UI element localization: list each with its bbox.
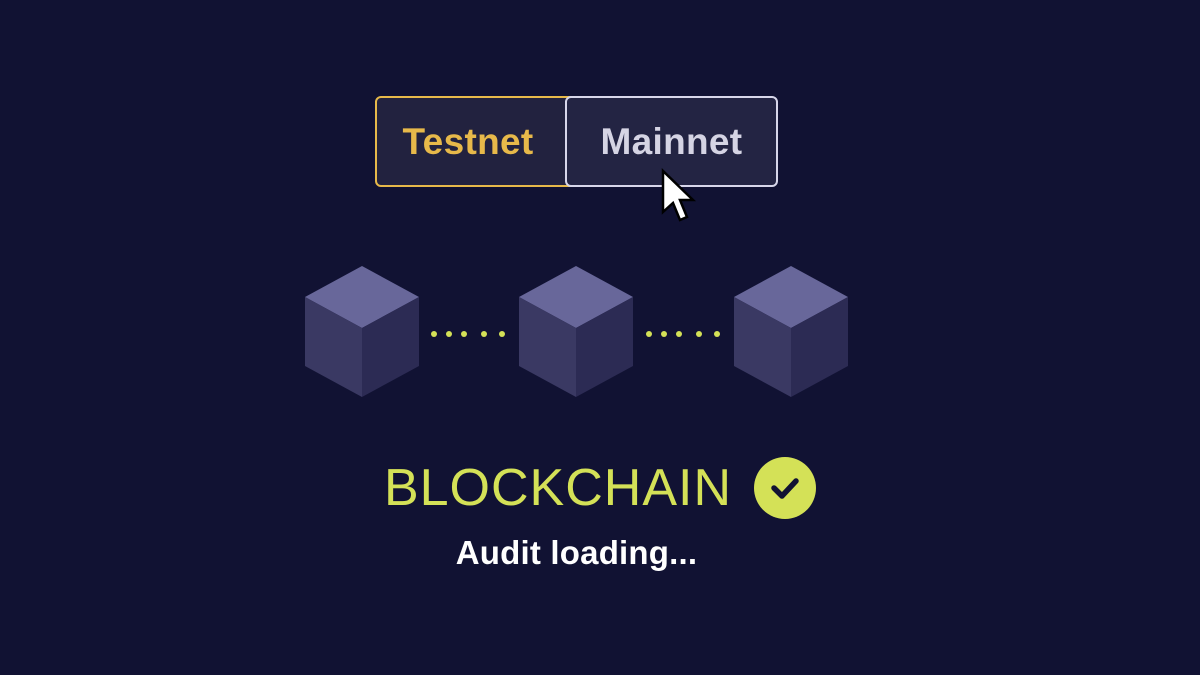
chain-connector: [646, 331, 720, 337]
testnet-tab[interactable]: Testnet: [375, 96, 575, 187]
check-circle-icon: [754, 456, 817, 519]
pointer-cursor-icon: [661, 168, 697, 222]
chain-connector: [431, 331, 505, 337]
cube-icon: [519, 266, 633, 397]
title-row: BLOCKCHAIN: [0, 455, 1200, 520]
cube-icon: [305, 266, 419, 397]
status-text: Audit loading...: [455, 534, 698, 571]
page-title: BLOCKCHAIN: [383, 458, 733, 517]
cube-icon: [734, 266, 848, 397]
